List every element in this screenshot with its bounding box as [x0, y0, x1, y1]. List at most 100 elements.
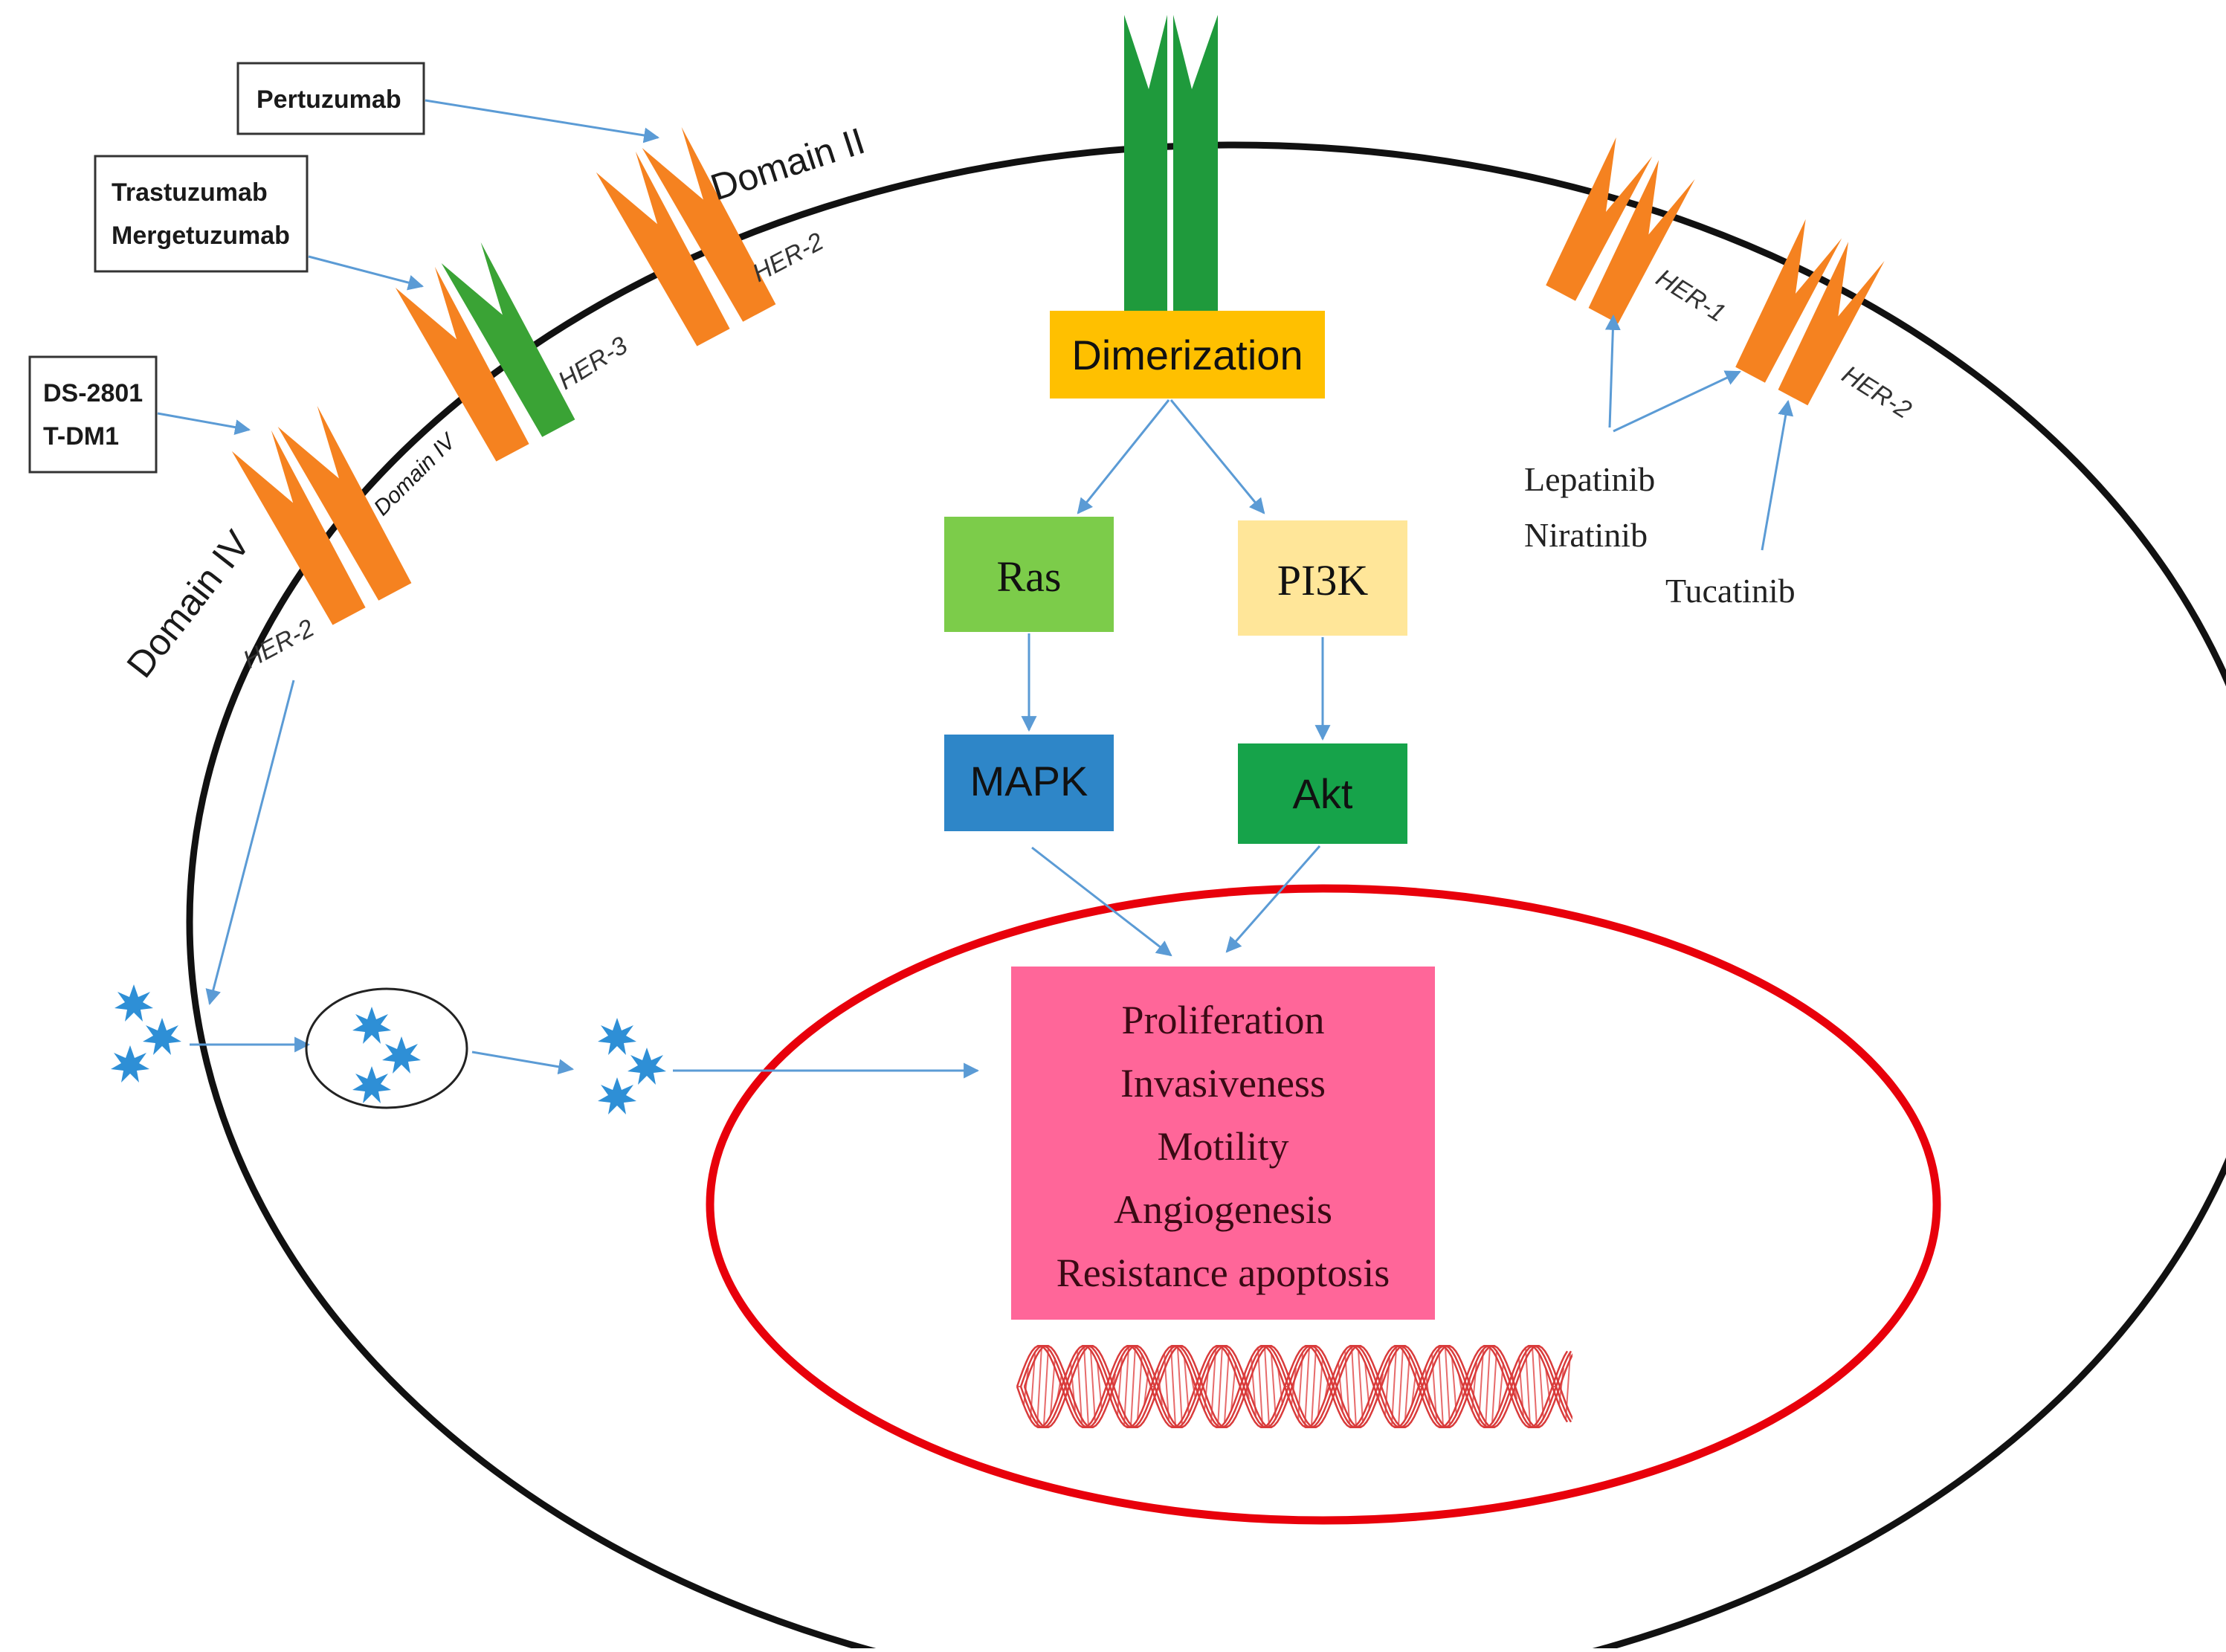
dna-rung	[1485, 1345, 1491, 1428]
domain-ii-label: Domain II	[706, 120, 870, 208]
trastuzumab-arrow	[308, 255, 425, 291]
dna-rung	[1404, 1353, 1410, 1420]
dimer-ras-arrow	[1077, 399, 1170, 514]
outcome-item: Invasiveness	[1120, 1061, 1326, 1106]
her2-receptor-top	[596, 126, 776, 346]
dna-rung	[1130, 1346, 1136, 1427]
her1-right-label: HER-1	[1651, 264, 1731, 328]
mergetuzumab-label: Mergetuzumab	[112, 222, 290, 250]
dna-rung	[1271, 1353, 1277, 1420]
dna-helix-icon	[1016, 1345, 1572, 1428]
dimer-pi3k-arrow	[1170, 399, 1265, 514]
trastuzumab-box: Trastuzumab Mergetuzumab	[94, 155, 309, 273]
lepatinib-her2-arrow	[1613, 370, 1741, 433]
dna-rung	[1538, 1353, 1544, 1420]
her2-right-label: HER-2	[1837, 361, 1917, 425]
pertuzumab-arrow	[425, 99, 660, 143]
ds2801-arrow	[157, 412, 251, 436]
dna-strand	[1023, 1345, 1572, 1428]
dna-rung	[1358, 1349, 1364, 1424]
dna-rung	[1545, 1367, 1551, 1406]
dna-rung	[1137, 1353, 1143, 1420]
her3-receptor	[395, 242, 575, 462]
dna-rung	[1217, 1345, 1223, 1428]
dna-strand	[1016, 1345, 1569, 1428]
akt-box: Akt	[1238, 743, 1407, 844]
star-burst-icon	[598, 1018, 666, 1114]
dna-strand	[1019, 1345, 1572, 1428]
akt-label: Akt	[1293, 770, 1353, 817]
outcome-item: Motility	[1157, 1124, 1288, 1169]
dna-rung	[1143, 1367, 1149, 1406]
dna-rung	[1043, 1347, 1049, 1426]
lepatinib-her1-arrow	[1604, 314, 1621, 428]
outcome-item: Angiogenesis	[1114, 1187, 1332, 1232]
dna-rung	[1351, 1345, 1357, 1428]
outcome-item: Proliferation	[1122, 998, 1325, 1042]
dna-rung	[1170, 1346, 1176, 1427]
dna-strand	[1023, 1345, 1572, 1428]
outcome-item: Resistance apoptosis	[1056, 1251, 1390, 1295]
dna-rung	[1391, 1347, 1397, 1426]
niratinib-label: Niratinib	[1524, 516, 1648, 554]
dna-strand	[1019, 1345, 1572, 1428]
mapk-label: MAPK	[970, 758, 1088, 804]
dna-rung	[1036, 1346, 1042, 1427]
tucatinib-label: Tucatinib	[1665, 572, 1796, 610]
ds2801-box: DS-2801 T-DM1	[28, 355, 158, 474]
cell-membrane	[186, 141, 2226, 1652]
dimer-receptor	[1124, 15, 1218, 312]
tdm1-label: T-DM1	[43, 422, 119, 451]
dna-rung	[1083, 1345, 1089, 1428]
her2-left-label: HER-2	[239, 614, 319, 674]
akt-nucleus-arrow	[1225, 845, 1321, 953]
dna-rung	[1491, 1349, 1497, 1424]
vesicle-to-payload-arrow	[471, 1051, 575, 1075]
dna-rung	[1177, 1347, 1183, 1426]
dna-rung	[1411, 1367, 1417, 1406]
her2-top-label: HER-2	[748, 228, 828, 288]
outcome-box: Proliferation Invasiveness Motility Angi…	[1011, 967, 1435, 1320]
pertuzumab-box: Pertuzumab	[236, 62, 425, 135]
dna-rung	[1532, 1346, 1538, 1427]
dna-rung	[1565, 1353, 1571, 1420]
dna-rung	[1525, 1347, 1531, 1426]
dna-rung	[1164, 1353, 1170, 1420]
pi3k-label: PI3K	[1277, 556, 1369, 604]
dna-rung	[1297, 1353, 1303, 1420]
her2-receptor-right	[1735, 219, 1885, 406]
mapk-nucleus-arrow	[1031, 846, 1172, 957]
dna-rung	[1123, 1347, 1129, 1426]
dna-rung	[1398, 1346, 1404, 1427]
internalization-arrow	[205, 680, 295, 1006]
dna-rung	[1224, 1349, 1230, 1424]
pi3k-box: PI3K	[1238, 520, 1407, 636]
star-burst-icon	[111, 984, 181, 1082]
dna-rung	[1264, 1346, 1270, 1427]
dna-rung	[1257, 1347, 1263, 1426]
dna-rung	[1445, 1347, 1451, 1426]
dna-rung	[1438, 1346, 1444, 1427]
dna-rung	[1090, 1349, 1096, 1424]
dimerization-box: Dimerization	[1050, 311, 1325, 399]
dimerization-label: Dimerization	[1071, 332, 1303, 378]
her2-receptor-left	[231, 405, 412, 625]
dna-strand	[1016, 1345, 1569, 1428]
ras-label: Ras	[997, 552, 1062, 601]
trastuzumab-label: Trastuzumab	[112, 178, 268, 207]
pertuzumab-label: Pertuzumab	[257, 85, 401, 114]
ds2801-label: DS-2801	[43, 379, 143, 407]
domain-iv-label: Domain IV	[119, 523, 259, 685]
vesicle-icon	[305, 987, 468, 1109]
mapk-box: MAPK	[944, 735, 1114, 831]
dna-rung	[1304, 1346, 1310, 1427]
tucatinib-her2-arrow	[1761, 399, 1794, 551]
her3-label: HER-3	[553, 331, 633, 395]
dna-rung	[1030, 1353, 1036, 1420]
ras-box: Ras	[944, 517, 1114, 632]
her1-receptor-right	[1546, 137, 1695, 324]
dna-rung	[1431, 1353, 1437, 1420]
lepatinib-label: Lepatinib	[1524, 460, 1655, 498]
dna-rung	[1277, 1367, 1283, 1406]
dna-rung	[1311, 1347, 1317, 1426]
